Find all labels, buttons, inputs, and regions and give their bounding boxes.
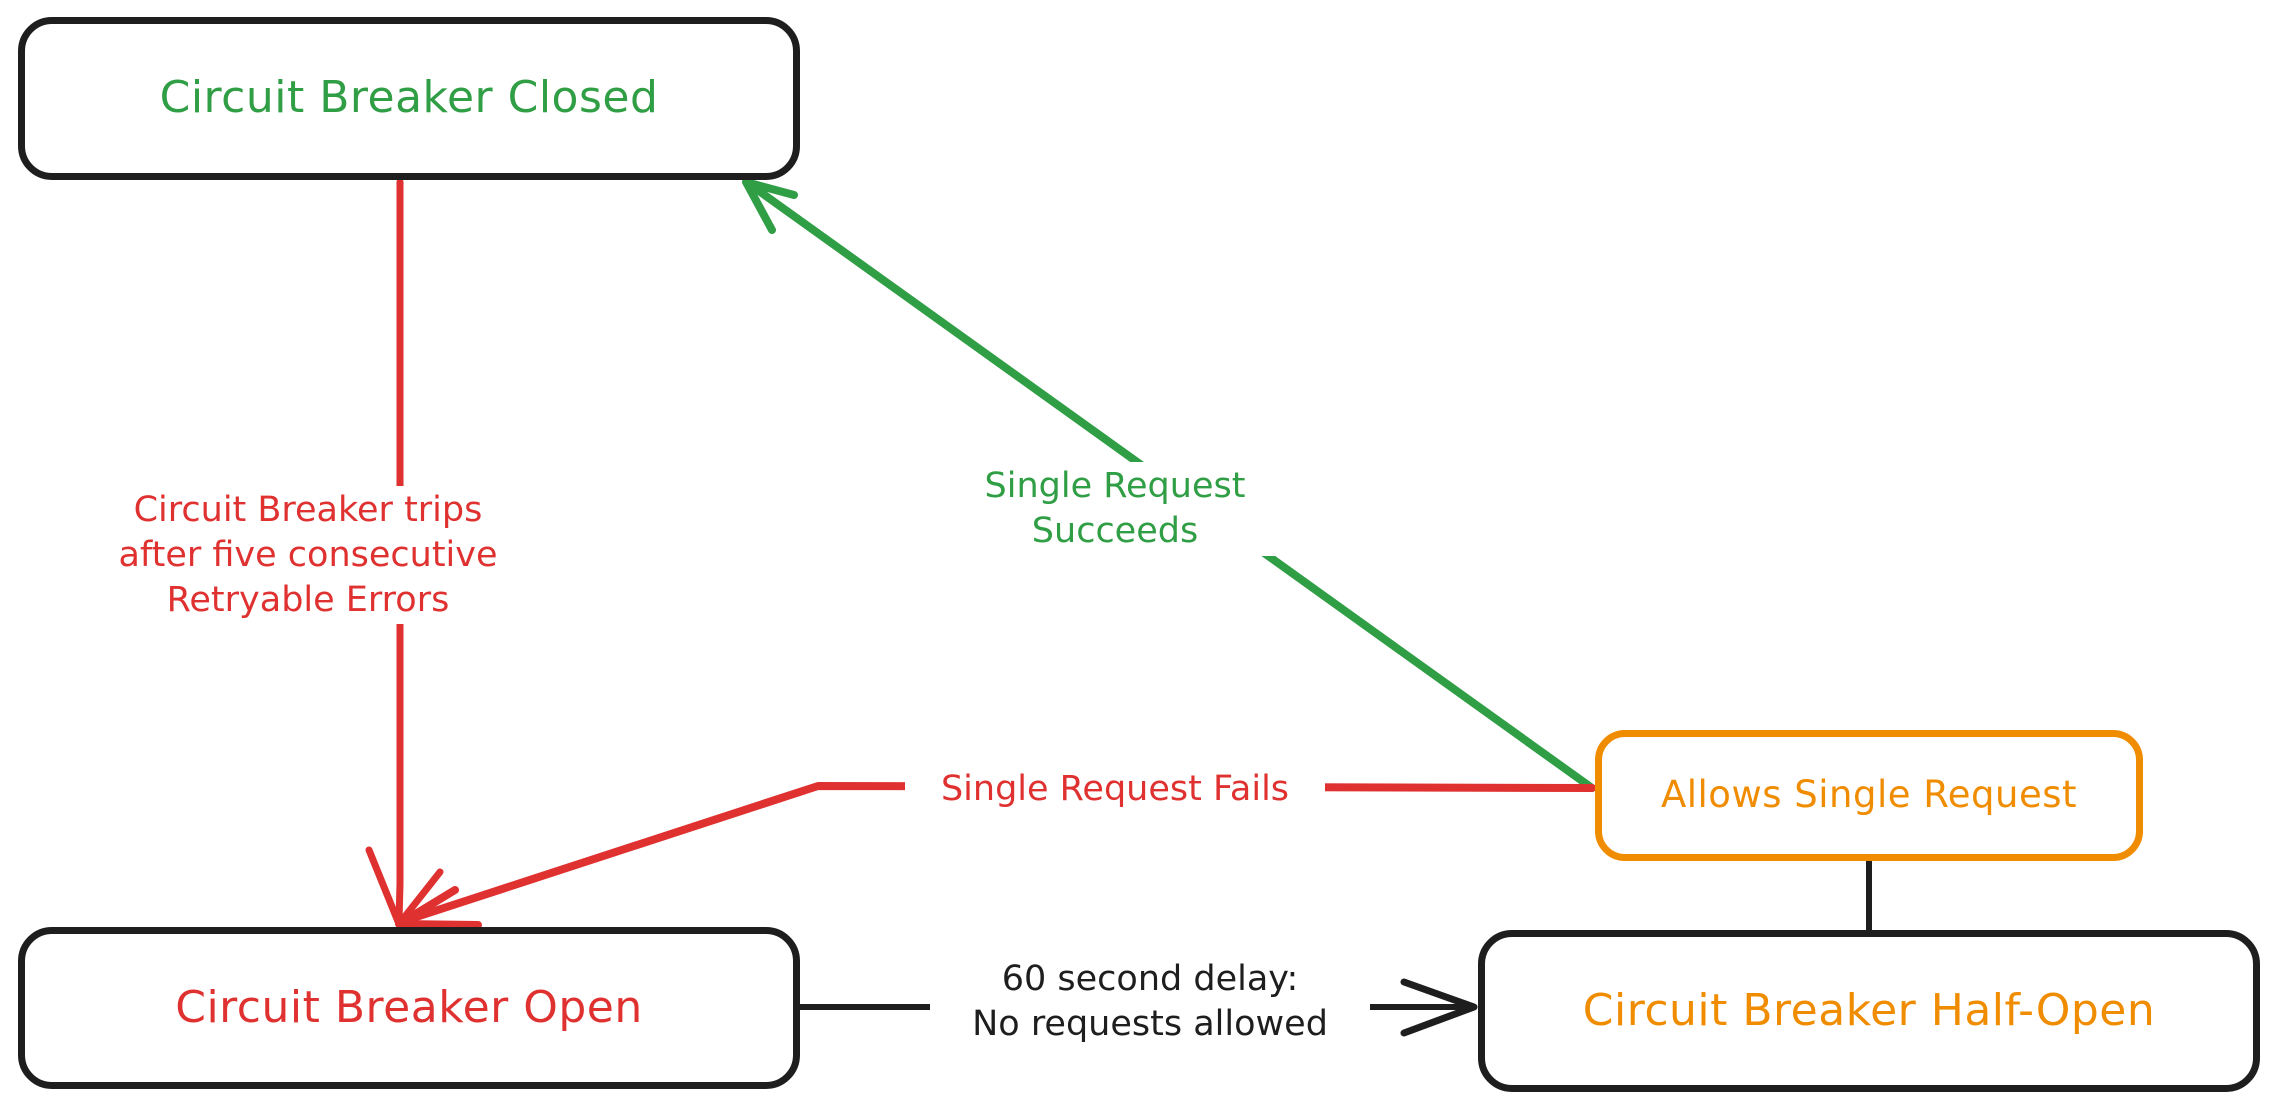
- state-node-allows-single-request[interactable]: Allows Single Request: [1595, 730, 2143, 861]
- node-label-half-open: Circuit Breaker Half-Open: [1582, 984, 2156, 1036]
- node-label-allows: Allows Single Request: [1660, 773, 2078, 817]
- state-node-circuit-breaker-open[interactable]: Circuit Breaker Open: [18, 927, 800, 1089]
- node-label-closed: Circuit Breaker Closed: [159, 72, 659, 124]
- edge-label-allows-to-closed: Single Request Succeeds: [890, 462, 1340, 556]
- state-node-circuit-breaker-half-open[interactable]: Circuit Breaker Half-Open: [1478, 930, 2260, 1092]
- node-label-open: Circuit Breaker Open: [175, 981, 643, 1033]
- edge-allows-to-open: [395, 782, 1596, 929]
- edge-label-closed-to-open: Circuit Breaker trips after five consecu…: [108, 486, 508, 625]
- edge-label-open-to-half-open: 60 second delay: No requests allowed: [930, 955, 1370, 1049]
- edge-label-allows-to-open: Single Request Fails: [905, 765, 1325, 814]
- state-node-circuit-breaker-closed[interactable]: Circuit Breaker Closed: [18, 17, 800, 180]
